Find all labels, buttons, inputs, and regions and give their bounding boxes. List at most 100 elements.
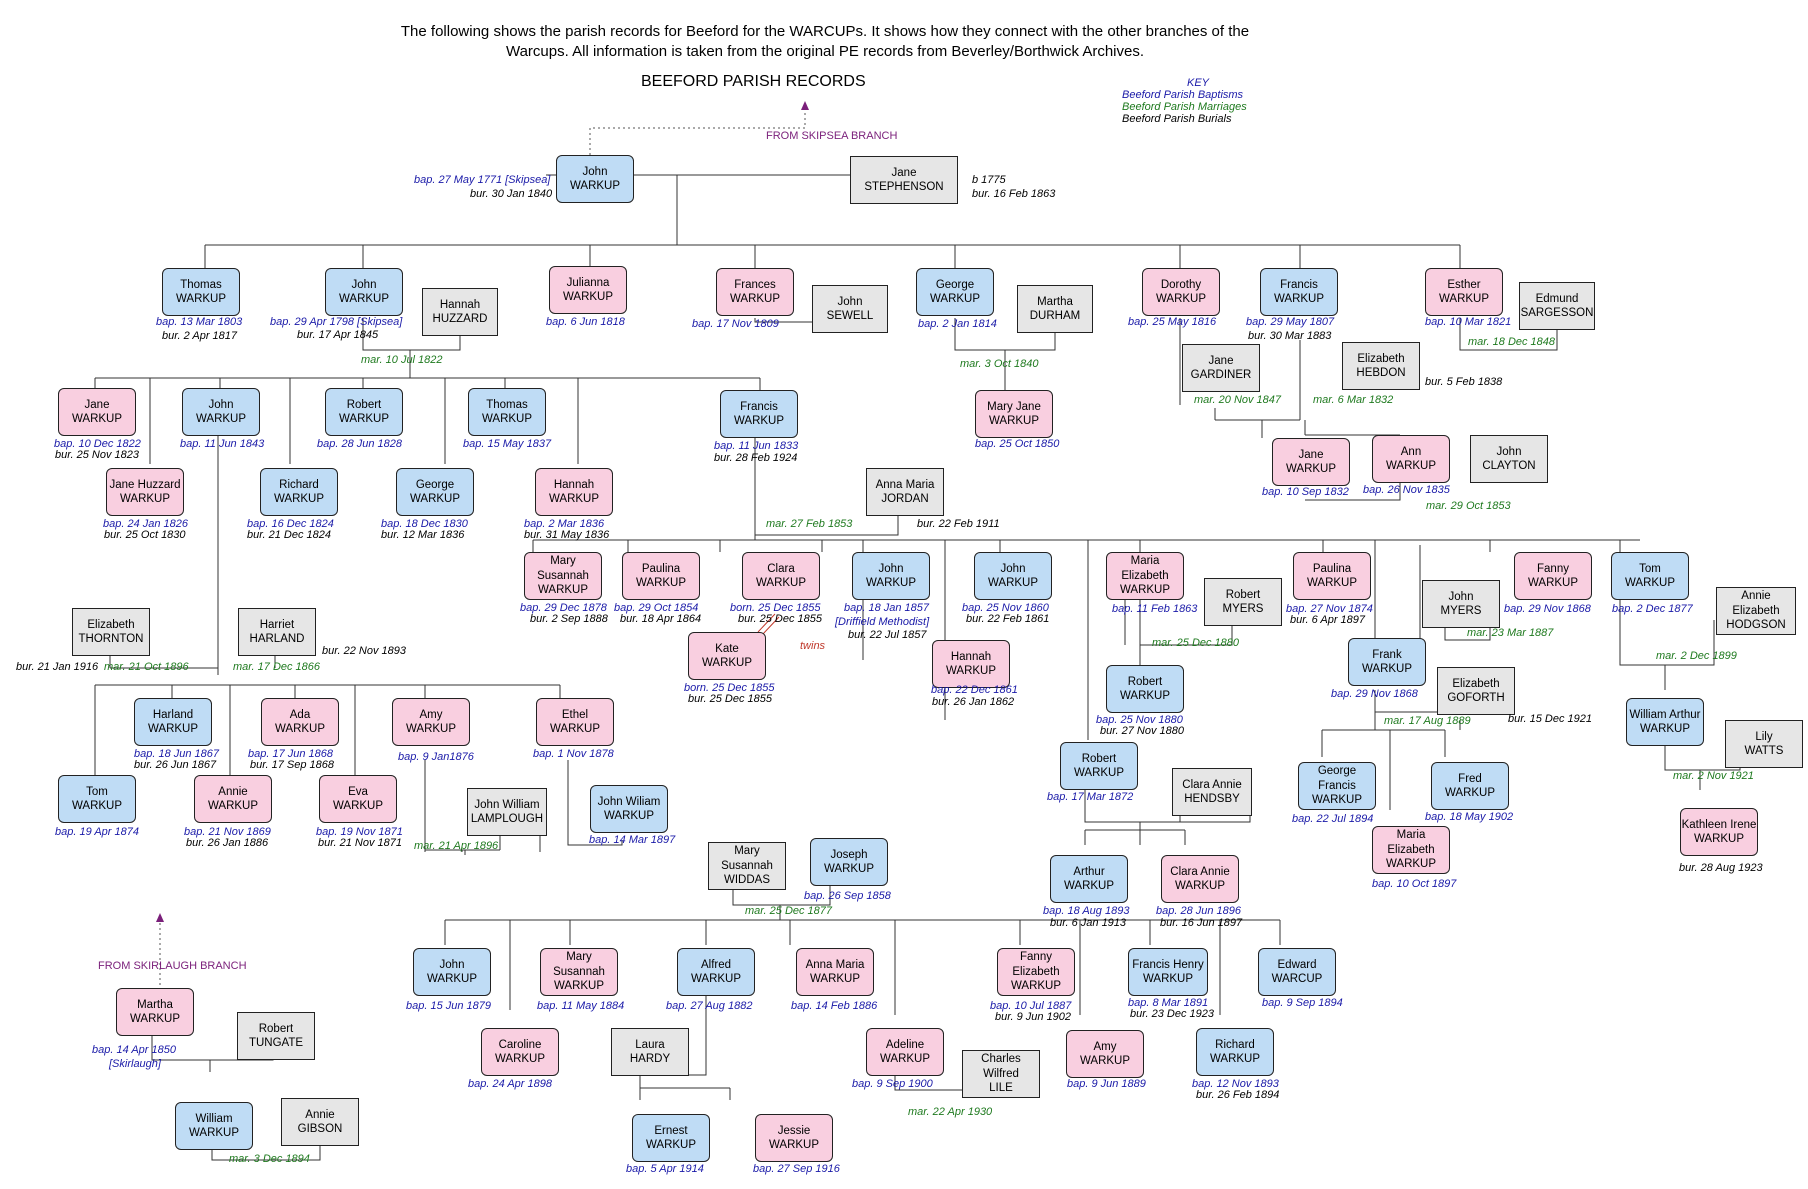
baptism-record: bap. 24 Apr 1898 [468, 1078, 552, 1090]
marriage-record: mar. 17 Aug 1889 [1384, 715, 1471, 727]
given-name: Jane [1208, 354, 1234, 367]
baptism-record: bap. 8 Mar 1891 [1128, 997, 1209, 1009]
baptism-record: bap. 10 Oct 1897 [1372, 878, 1457, 890]
surname: WARKUP [1119, 690, 1171, 702]
surname: GIBSON [297, 1123, 343, 1135]
given-name: Alfred [700, 958, 732, 971]
surname: WARKUP [188, 1127, 240, 1139]
given-name: Mary [550, 555, 576, 568]
marriage-record: mar. 18 Dec 1848 [1468, 336, 1556, 348]
